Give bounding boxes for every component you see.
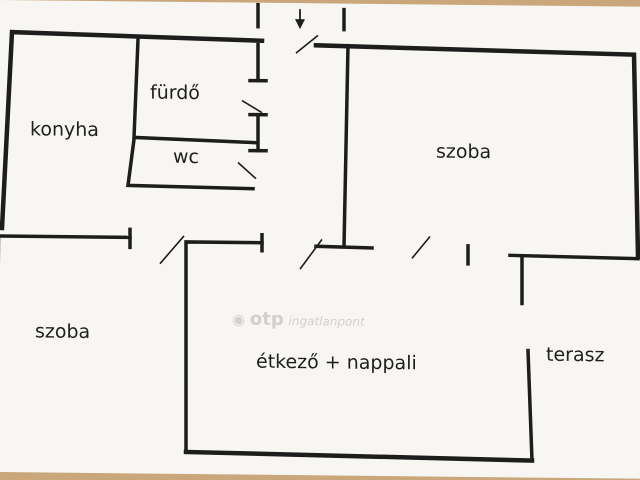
room-label-bathroom: fürdő	[150, 81, 200, 105]
watermark-text: ingatlanpont	[288, 314, 365, 329]
wall-wc-box	[126, 137, 255, 191]
wall-kitchen-room-left	[0, 234, 132, 240]
room-label-toilet: wc	[173, 145, 199, 169]
outer-wall-left-top	[0, 29, 265, 231]
wall-room-right-left	[342, 43, 350, 249]
door-entrance	[295, 34, 319, 54]
room-label-terrace: terasz	[546, 343, 605, 367]
door-wc	[237, 161, 257, 180]
door-bathroom	[241, 99, 263, 114]
wall-room-right-terrace	[508, 253, 640, 261]
room-label-room-left: szoba	[35, 320, 91, 343]
door-room-right	[411, 235, 431, 259]
door-living	[299, 238, 323, 270]
room-label-room-right: szoba	[436, 140, 492, 164]
watermark-logo: otp	[249, 308, 284, 330]
door-room-left	[159, 235, 185, 265]
outer-wall-bottom	[183, 449, 535, 463]
wall-terrace-lower	[526, 348, 534, 463]
wall-room-right-bottom	[314, 244, 374, 250]
otp-logo-icon: ◉	[232, 310, 246, 329]
wall-room-left-right	[184, 240, 264, 454]
outer-wall-top-right	[313, 42, 640, 259]
room-label-kitchen: konyha	[30, 118, 99, 142]
wall-kitchen-bath	[132, 37, 257, 145]
watermark: ◉ otp ingatlanpont	[232, 308, 365, 330]
room-label-dining-living: étkező + nappali	[256, 350, 417, 375]
